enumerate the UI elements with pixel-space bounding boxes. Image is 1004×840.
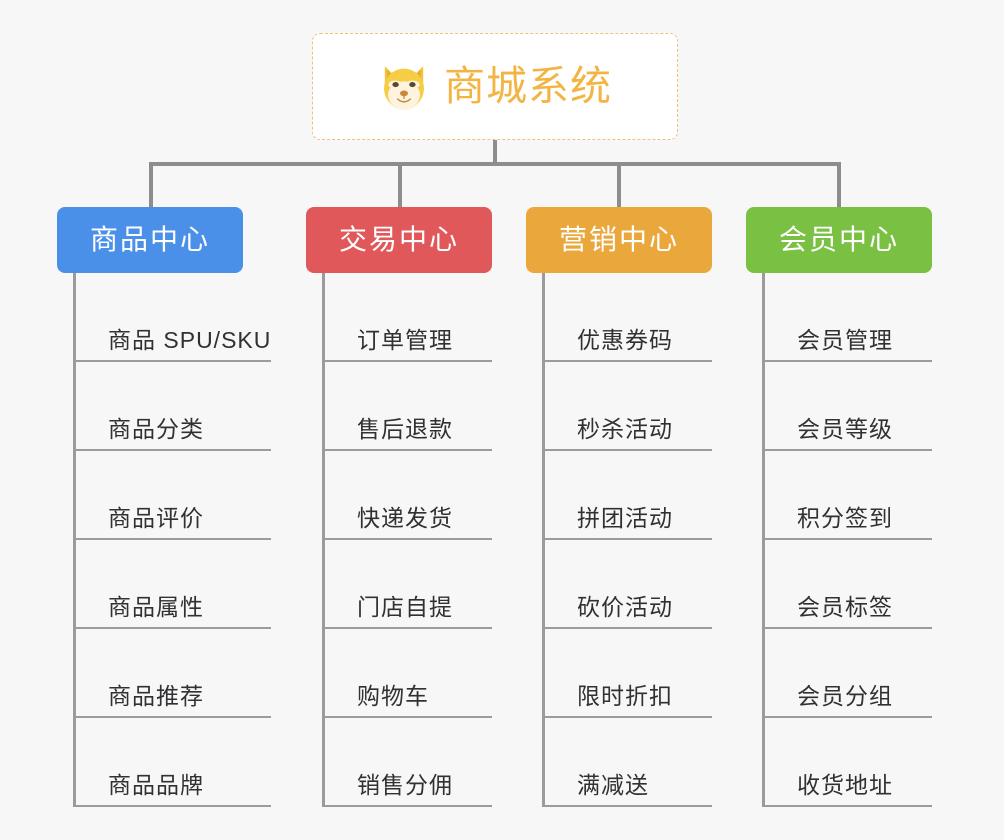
- leaf-item[interactable]: 商品 SPU/SKU: [76, 273, 272, 362]
- leaf-label: 商品属性: [108, 594, 204, 620]
- leaf-list-3: 优惠券码 秒杀活动 拼团活动 砍价活动 限时折扣 满减送: [542, 273, 712, 807]
- connector-drop-4: [837, 162, 841, 208]
- leaf-item[interactable]: 积分签到: [765, 451, 932, 540]
- category-header-3[interactable]: 营销中心: [526, 207, 712, 273]
- column-marketing-center: 营销中心 优惠券码 秒杀活动 拼团活动 砍价活动 限时折扣 满减送: [526, 207, 712, 807]
- leaf-item[interactable]: 会员管理: [765, 273, 932, 362]
- leaf-item[interactable]: 商品分类: [76, 362, 272, 451]
- leaf-label: 会员等级: [797, 416, 893, 442]
- connector-drop-2: [398, 162, 402, 208]
- leaf-label: 售后退款: [357, 416, 453, 442]
- leaf-label: 购物车: [357, 683, 429, 709]
- leaf-item[interactable]: 商品属性: [76, 540, 272, 629]
- root-node[interactable]: 商城系统: [312, 33, 678, 140]
- leaf-label: 秒杀活动: [577, 416, 673, 442]
- leaf-item[interactable]: 商品品牌: [76, 718, 272, 807]
- category-header-label-4: 会员中心: [778, 224, 899, 255]
- leaf-label: 满减送: [577, 772, 649, 798]
- leaf-item[interactable]: 门店自提: [325, 540, 492, 629]
- leaf-item[interactable]: 快递发货: [325, 451, 492, 540]
- column-member-center: 会员中心 会员管理 会员等级 积分签到 会员标签 会员分组 收货地址: [746, 207, 932, 807]
- leaf-item[interactable]: 商品推荐: [76, 629, 272, 718]
- leaf-item[interactable]: 商品评价: [76, 451, 272, 540]
- leaf-label: 会员标签: [797, 594, 893, 620]
- leaf-list-1: 商品 SPU/SKU 商品分类 商品评价 商品属性 商品推荐 商品品牌: [73, 273, 272, 807]
- leaf-label: 商品推荐: [108, 683, 204, 709]
- leaf-item[interactable]: 订单管理: [325, 273, 492, 362]
- leaf-label: 订单管理: [357, 327, 453, 353]
- leaf-label: 商品分类: [108, 416, 204, 442]
- leaf-label: 收货地址: [797, 772, 893, 798]
- column-product-center: 商品中心 商品 SPU/SKU 商品分类 商品评价 商品属性 商品推荐 商品品牌: [57, 207, 272, 807]
- leaf-label: 商品品牌: [108, 772, 204, 798]
- leaf-label: 砍价活动: [577, 594, 673, 620]
- leaf-list-4: 会员管理 会员等级 积分签到 会员标签 会员分组 收货地址: [762, 273, 932, 807]
- category-header-2[interactable]: 交易中心: [306, 207, 492, 273]
- connector-root-stem: [493, 140, 497, 165]
- leaf-label: 会员管理: [797, 327, 893, 353]
- leaf-label: 销售分佣: [357, 772, 453, 798]
- leaf-label: 快递发货: [357, 505, 453, 531]
- leaf-label: 门店自提: [357, 594, 453, 620]
- connector-drop-1: [149, 162, 153, 208]
- category-header-label-3: 营销中心: [558, 224, 679, 255]
- category-header-label-2: 交易中心: [338, 224, 459, 255]
- leaf-item[interactable]: 砍价活动: [545, 540, 712, 629]
- leaf-label: 限时折扣: [577, 683, 673, 709]
- leaf-item[interactable]: 会员等级: [765, 362, 932, 451]
- column-trade-center: 交易中心 订单管理 售后退款 快递发货 门店自提 购物车 销售分佣: [306, 207, 492, 807]
- leaf-label: 商品 SPU/SKU: [108, 327, 272, 353]
- leaf-label: 会员分组: [797, 683, 893, 709]
- leaf-list-2: 订单管理 售后退款 快递发货 门店自提 购物车 销售分佣: [322, 273, 492, 807]
- leaf-item[interactable]: 满减送: [545, 718, 712, 807]
- leaf-item[interactable]: 会员标签: [765, 540, 932, 629]
- category-header-4[interactable]: 会员中心: [746, 207, 932, 273]
- leaf-item[interactable]: 限时折扣: [545, 629, 712, 718]
- leaf-item[interactable]: 销售分佣: [325, 718, 492, 807]
- connector-drop-3: [617, 162, 621, 208]
- leaf-item[interactable]: 秒杀活动: [545, 362, 712, 451]
- connector-horizontal-bus: [149, 162, 841, 166]
- leaf-item[interactable]: 收货地址: [765, 718, 932, 807]
- leaf-label: 积分签到: [797, 505, 893, 531]
- leaf-item[interactable]: 购物车: [325, 629, 492, 718]
- leaf-label: 优惠券码: [577, 327, 673, 353]
- leaf-item[interactable]: 拼团活动: [545, 451, 712, 540]
- leaf-item[interactable]: 售后退款: [325, 362, 492, 451]
- root-title: 商城系统: [444, 63, 612, 109]
- leaf-label: 拼团活动: [577, 505, 673, 531]
- category-header-1[interactable]: 商品中心: [57, 207, 243, 273]
- leaf-item[interactable]: 会员分组: [765, 629, 932, 718]
- category-header-label-1: 商品中心: [89, 224, 210, 255]
- leaf-label: 商品评价: [108, 505, 204, 531]
- leaf-item[interactable]: 优惠券码: [545, 273, 712, 362]
- shiba-dog-face-icon: [384, 65, 424, 110]
